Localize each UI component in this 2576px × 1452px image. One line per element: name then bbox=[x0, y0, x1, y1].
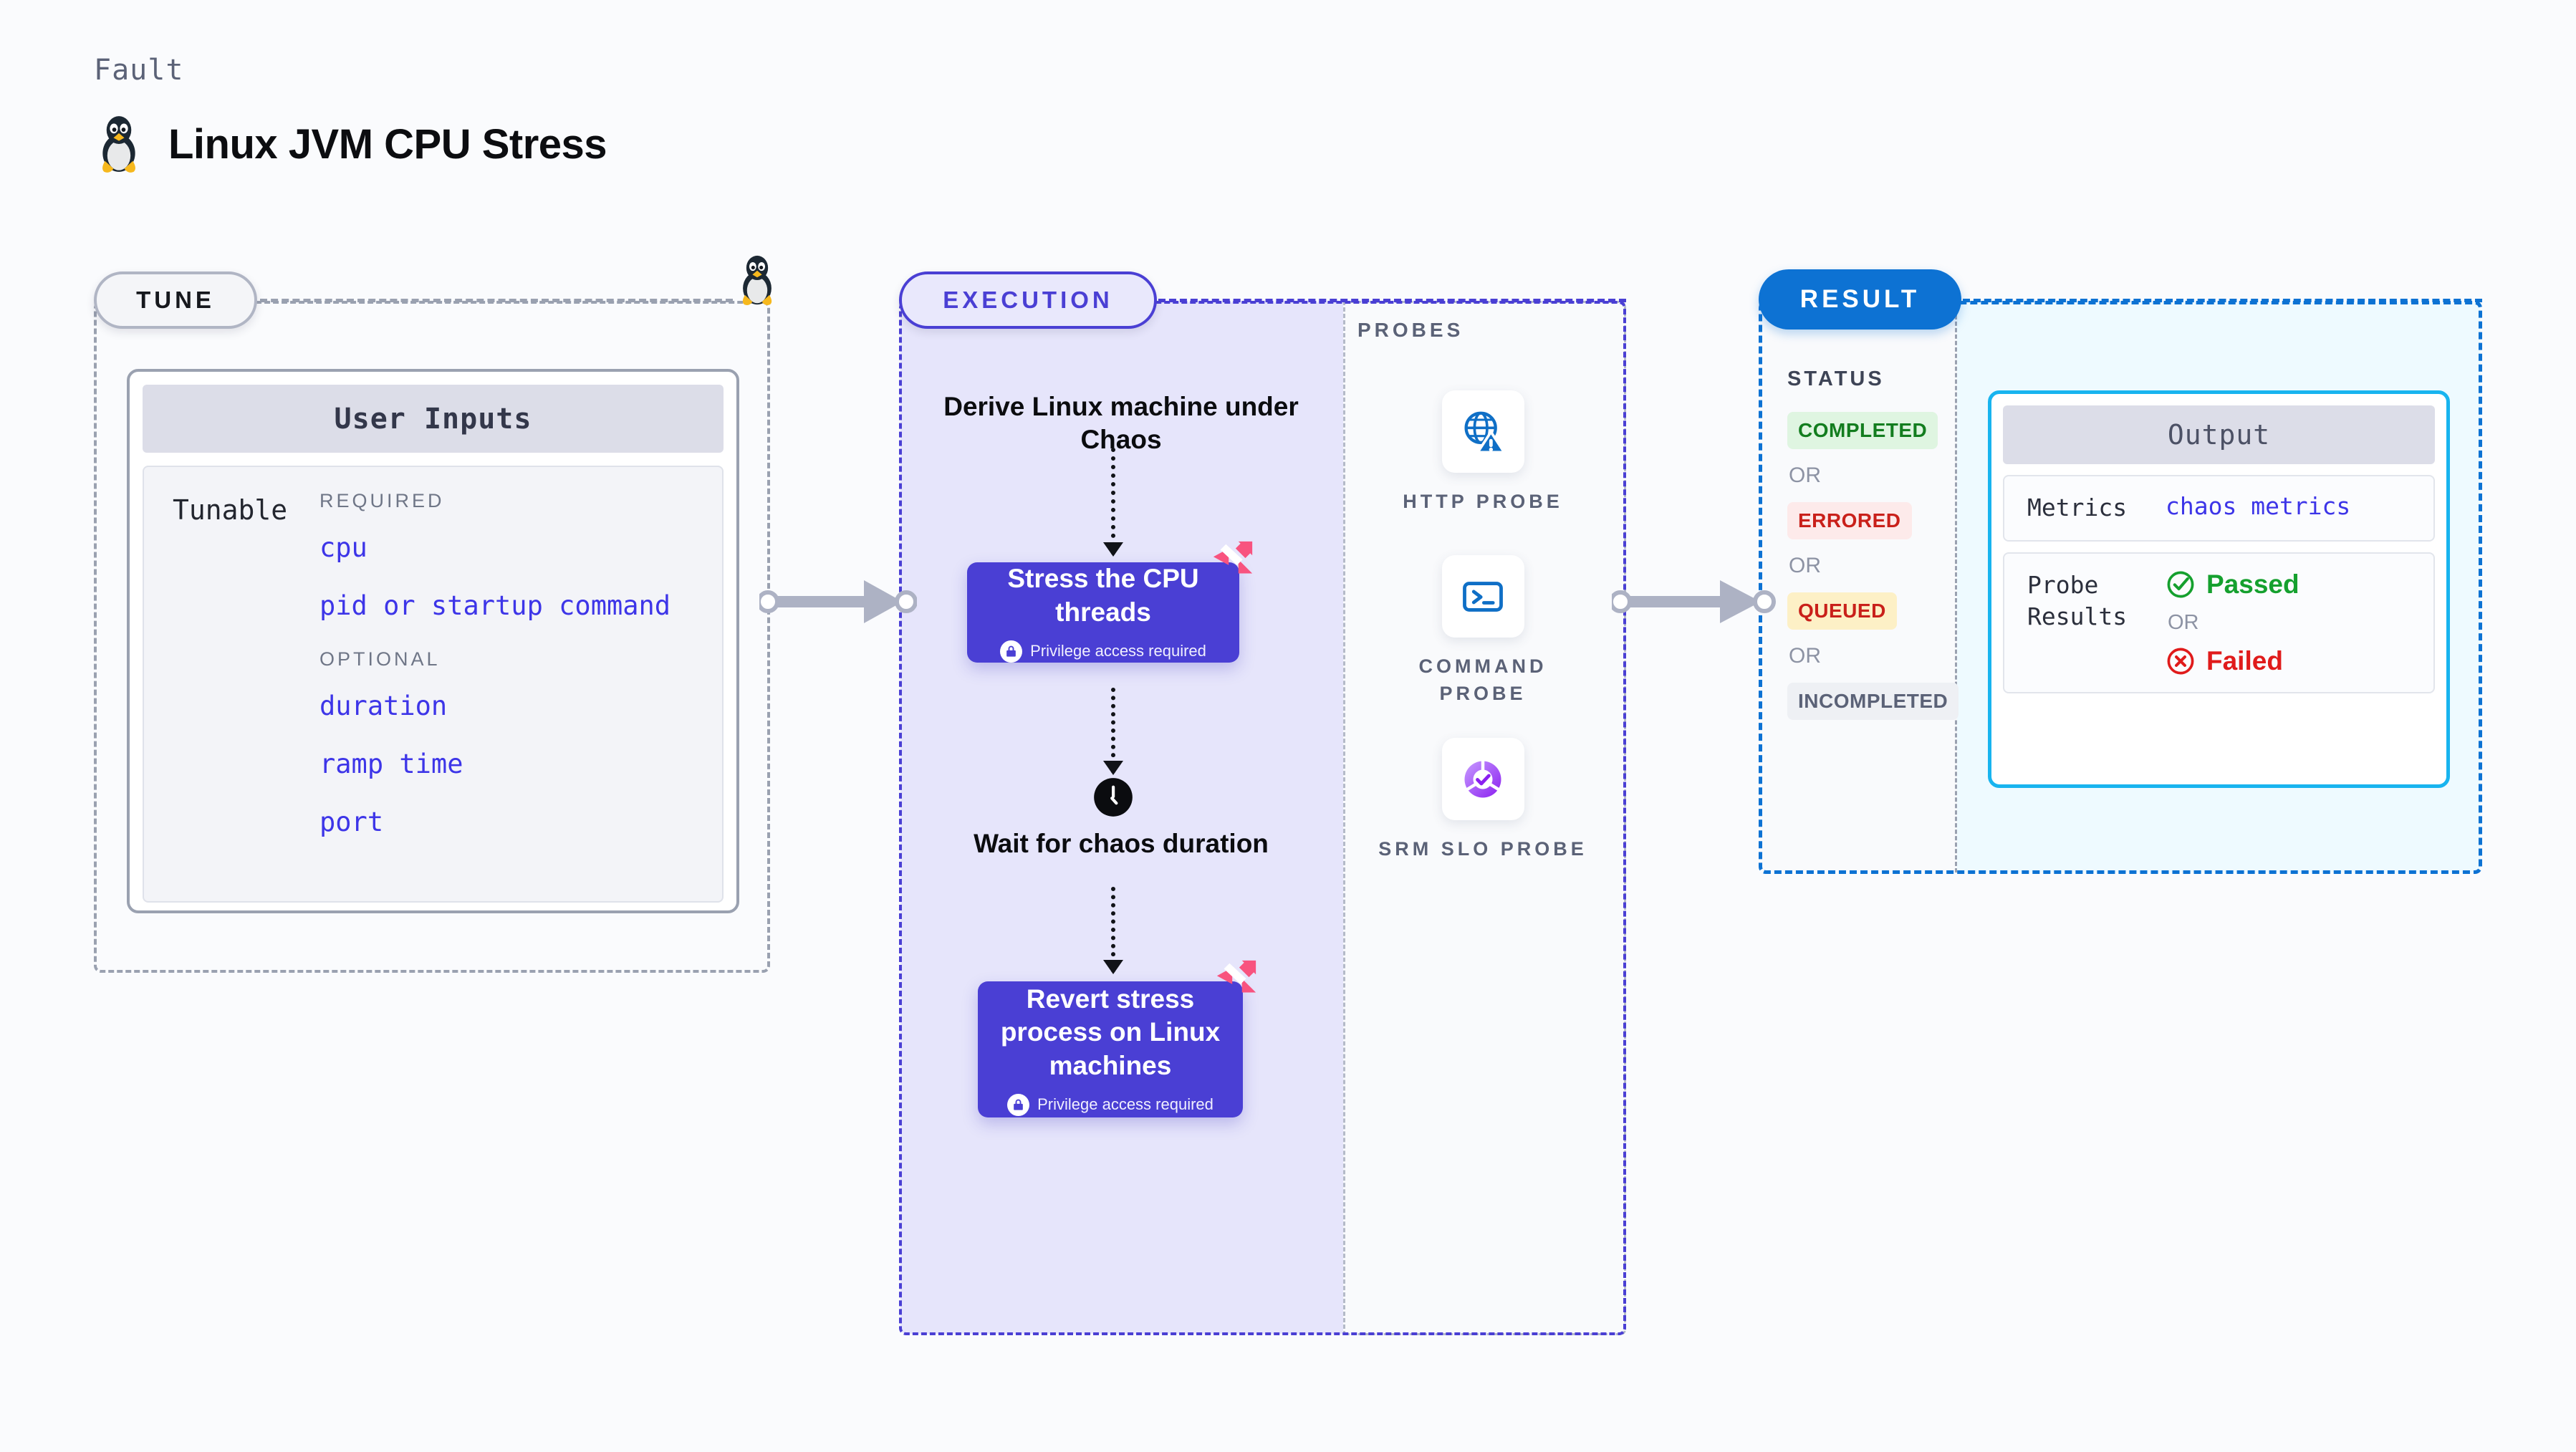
execution-panel bbox=[899, 301, 1626, 1335]
probe-command-tile bbox=[1441, 555, 1524, 638]
execution-panel-fill bbox=[900, 302, 1345, 1334]
tune-panel bbox=[94, 301, 770, 973]
result-panel bbox=[1759, 301, 2482, 874]
execution-card-revert-stress-title: Revert stress process on Linux machines bbox=[1000, 984, 1221, 1080]
status-badge-completed: COMPLETED bbox=[1787, 412, 1938, 449]
terminal-icon bbox=[1463, 581, 1503, 612]
probe-result-failed: Failed bbox=[2166, 646, 2433, 676]
status-badge-errored: ERRORED bbox=[1787, 502, 1912, 539]
tunable-ramp-time[interactable]: ramp time bbox=[319, 749, 463, 779]
fault-kicker: Fault bbox=[94, 54, 184, 87]
globe-warning-icon bbox=[1464, 411, 1506, 453]
probe-result-or: OR bbox=[2168, 610, 2199, 634]
tune-top-dash bbox=[260, 299, 733, 302]
status-or-2: OR bbox=[1789, 554, 1821, 577]
status-or-1: OR bbox=[1789, 463, 1821, 487]
status-badge-queued: QUEUED bbox=[1787, 592, 1897, 630]
status-badge-incompleted: INCOMPLETED bbox=[1787, 683, 1959, 720]
execution-step-wait-label: Wait for chaos duration bbox=[974, 829, 1269, 858]
tune-to-execution-arrow bbox=[759, 573, 917, 630]
tunable-values: REQUIRED cpu pid or startup command OPTI… bbox=[319, 490, 722, 901]
tunable-label: Tunable bbox=[173, 494, 288, 526]
output-probe-results-values: Passed OR Failed bbox=[2166, 569, 2433, 676]
status-or-3: OR bbox=[1789, 644, 1821, 668]
tunable-cpu[interactable]: cpu bbox=[319, 532, 367, 563]
execution-card-stress-cpu-title: Stress the CPU threads bbox=[1007, 564, 1199, 627]
execution-card-revert-stress[interactable]: Revert stress process on Linux machines … bbox=[978, 981, 1243, 1117]
probe-srm-slo[interactable]: SRM SLO PROBE bbox=[1375, 738, 1590, 863]
user-inputs-title: User Inputs bbox=[143, 385, 724, 453]
output-card: Output Metrics chaos metrics Probe Resul… bbox=[1988, 390, 2450, 788]
probe-srm-slo-tile bbox=[1441, 738, 1524, 820]
flow-arrow-3 bbox=[1103, 887, 1123, 974]
probes-section-label: PROBES bbox=[1357, 319, 1464, 341]
privilege-note-text: Privilege access required bbox=[1030, 642, 1206, 660]
tune-pill[interactable]: TUNE bbox=[94, 271, 257, 329]
probe-result-passed-label: Passed bbox=[2206, 569, 2299, 599]
probe-command-label: COMMAND PROBE bbox=[1418, 655, 1547, 704]
tunable-pid-or-startup-command[interactable]: pid or startup command bbox=[319, 590, 671, 621]
linux-tux-icon-marker bbox=[742, 255, 772, 305]
privilege-note: Privilege access required bbox=[1000, 640, 1206, 663]
status-label: STATUS bbox=[1787, 367, 1885, 390]
clock-icon bbox=[1094, 778, 1133, 817]
output-probe-results-row: Probe Results Passed OR Failed bbox=[2003, 552, 2435, 693]
lock-icon bbox=[1007, 1093, 1030, 1116]
execution-card-stress-cpu[interactable]: Stress the CPU threads Privilege access … bbox=[967, 562, 1239, 663]
probe-result-passed: Passed bbox=[2166, 569, 2433, 600]
flow-arrow-1 bbox=[1103, 448, 1123, 557]
privilege-note-2-text: Privilege access required bbox=[1037, 1095, 1213, 1114]
output-title: Output bbox=[2003, 405, 2435, 464]
status-subpanel bbox=[1760, 302, 1957, 872]
slo-donut-check-icon bbox=[1464, 759, 1501, 797]
tunable-port[interactable]: port bbox=[319, 807, 384, 837]
execution-top-dash bbox=[1158, 299, 1626, 302]
check-circle-icon bbox=[2167, 571, 2194, 598]
flow-arrow-2 bbox=[1103, 688, 1123, 775]
required-group-label: REQUIRED bbox=[319, 490, 445, 511]
optional-group-label: OPTIONAL bbox=[319, 648, 441, 670]
lock-icon bbox=[1000, 640, 1023, 663]
execution-step-derive-label: Derive Linux machine under Chaos bbox=[943, 392, 1299, 455]
probe-result-failed-label: Failed bbox=[2206, 645, 2283, 675]
probe-srm-slo-label: SRM SLO PROBE bbox=[1378, 838, 1587, 860]
user-inputs-body: Tunable REQUIRED cpu pid or startup comm… bbox=[143, 466, 724, 903]
probe-http[interactable]: HTTP PROBE bbox=[1375, 390, 1590, 516]
page-title: Linux JVM CPU Stress bbox=[94, 115, 607, 173]
probe-http-tile bbox=[1441, 390, 1524, 473]
execution-to-result-arrow bbox=[1612, 573, 1777, 630]
probe-http-label: HTTP PROBE bbox=[1403, 491, 1563, 512]
user-inputs-card: User Inputs Tunable REQUIRED cpu pid or … bbox=[127, 369, 739, 913]
execution-pill[interactable]: EXECUTION bbox=[899, 271, 1157, 329]
linux-tux-icon bbox=[102, 116, 135, 173]
privilege-note-2: Privilege access required bbox=[1007, 1093, 1213, 1116]
tunable-duration[interactable]: duration bbox=[319, 691, 448, 721]
result-top-dash bbox=[1963, 299, 2482, 302]
fault-title: Linux JVM CPU Stress bbox=[168, 120, 607, 168]
x-circle-icon bbox=[2167, 648, 2194, 675]
output-metrics-row: Metrics chaos metrics bbox=[2003, 475, 2435, 542]
status-list: COMPLETED OR ERRORED OR QUEUED OR INCOMP… bbox=[1787, 412, 1959, 720]
output-probe-results-key: Probe Results bbox=[2027, 570, 2128, 631]
result-pill[interactable]: RESULT bbox=[1759, 269, 1961, 330]
probe-command[interactable]: COMMAND PROBE bbox=[1375, 555, 1590, 708]
output-metrics-key: Metrics bbox=[2027, 494, 2128, 521]
output-metrics-value[interactable]: chaos metrics bbox=[2166, 492, 2351, 520]
